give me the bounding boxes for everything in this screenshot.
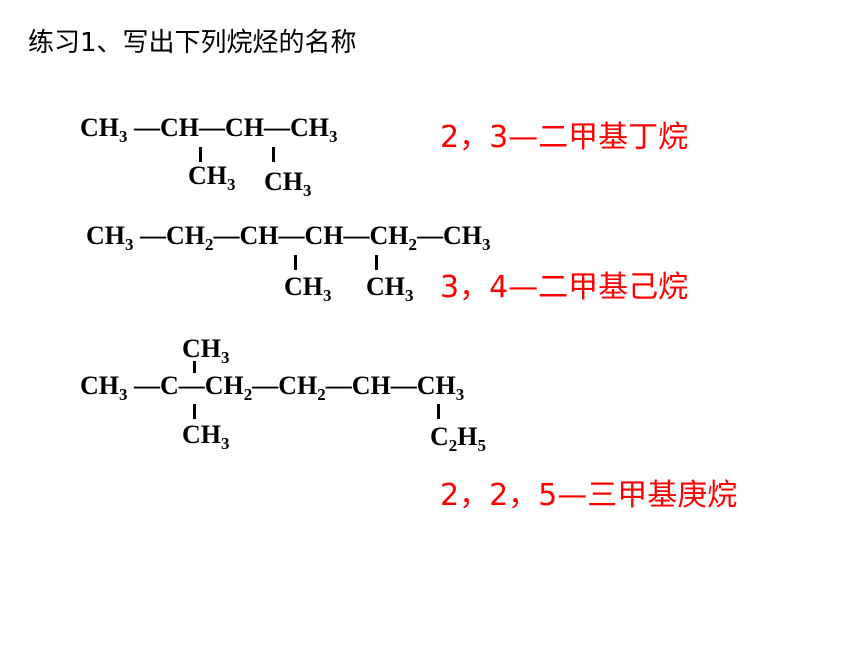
molecule-3-bond-ethyl [437,404,440,419]
molecule-2-branch-1: CH3 [284,272,332,305]
molecule-3-branch-bottom: CH3 [182,420,230,453]
molecule-1-branch-2: CH3 [264,167,312,200]
molecule-2-main-chain: CH3 —CH2—CH—CH—CH2—CH3 [86,221,491,254]
exercise-title: 练习1、写出下列烷烃的名称 [28,28,357,58]
molecule-3-main-chain: CH3 —C—CH2—CH2—CH—CH3 [80,371,465,404]
molecule-2-answer: 3，4—二甲基己烷 [440,270,689,305]
molecule-3-branch-ethyl: C2H5 [430,422,487,455]
molecule-1-bond-2 [272,147,275,162]
molecule-1-answer: 2，3—二甲基丁烷 [440,120,689,155]
molecule-3-bond-top [193,361,196,373]
molecule-1-branch-1: CH3 [188,161,236,194]
molecule-1-main-chain: CH3 —CH—CH—CH3 [80,113,338,146]
molecule-3-branch-top: CH3 [182,334,230,367]
molecule-2-bond-2 [375,255,378,270]
molecule-1-bond-1 [199,147,202,162]
molecule-3-bond-bottom [193,404,196,419]
molecule-2-bond-1 [294,255,297,270]
molecule-2-branch-2: CH3 [366,272,414,305]
molecule-3-answer: 2，2，5—三甲基庚烷 [440,478,738,513]
